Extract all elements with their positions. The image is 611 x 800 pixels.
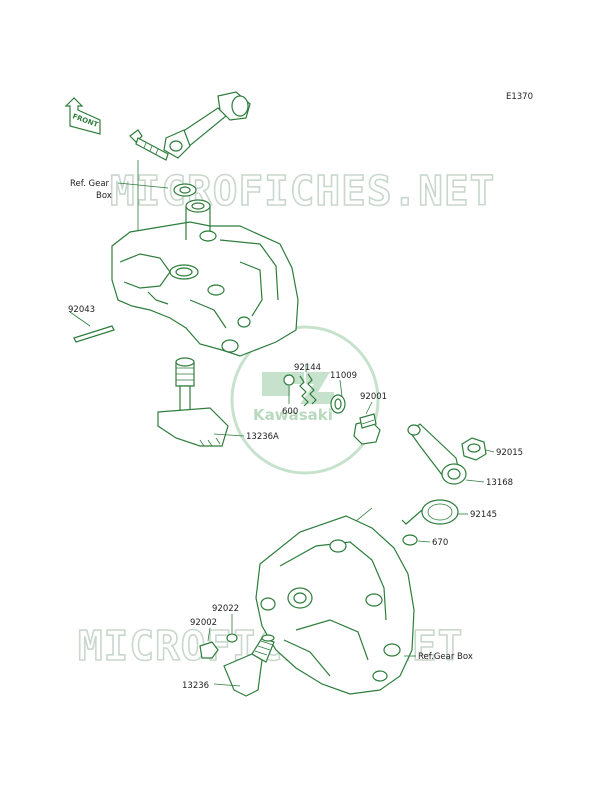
watermark-top: MICROFICHES.NET xyxy=(110,167,495,215)
label-92144: 92144 xyxy=(294,363,321,373)
washer-92022 xyxy=(226,633,238,643)
pin-92043 xyxy=(73,325,115,343)
label-ref-gear-box-top-1: Ref. Gear xyxy=(70,179,110,189)
label-92002: 92002 xyxy=(190,618,217,628)
label-ref-gear-box-bottom: Ref.Gear Box xyxy=(418,652,473,662)
spring-92145 xyxy=(401,499,459,525)
label-92015: 92015 xyxy=(496,448,523,458)
bolt-92001 xyxy=(353,413,381,445)
bolt-92002 xyxy=(199,641,219,659)
label-13236: 13236 xyxy=(182,681,209,691)
logo-text: Kawasaki xyxy=(253,406,333,424)
label-92001: 92001 xyxy=(360,392,387,402)
nut-92015 xyxy=(461,437,487,461)
label-92043: 92043 xyxy=(68,305,95,315)
label-13236a: 13236A xyxy=(246,432,279,442)
gear-box-housing-top xyxy=(111,199,299,357)
shift-arm-13168 xyxy=(407,423,467,485)
circlip-670 xyxy=(402,534,418,546)
washer-top xyxy=(173,183,197,197)
gasket-11009 xyxy=(330,394,346,414)
label-92022: 92022 xyxy=(212,604,239,614)
shift-lever-top xyxy=(163,91,251,159)
front-arrow-icon: FRONT xyxy=(64,97,101,135)
label-670: 670 xyxy=(432,538,448,548)
spring-92144 xyxy=(299,373,317,407)
label-600: 600 xyxy=(282,407,298,417)
diagram-code: E1370 xyxy=(506,92,533,102)
label-13168: 13168 xyxy=(486,478,513,488)
gear-box-housing-bottom xyxy=(255,515,415,695)
label-11009: 11009 xyxy=(330,371,357,381)
label-92145: 92145 xyxy=(470,510,497,520)
ball-600 xyxy=(283,374,295,386)
bolt-top xyxy=(129,129,169,161)
shift-shaft-13236a xyxy=(157,357,229,447)
label-ref-gear-box-top-2: Box xyxy=(96,191,112,201)
